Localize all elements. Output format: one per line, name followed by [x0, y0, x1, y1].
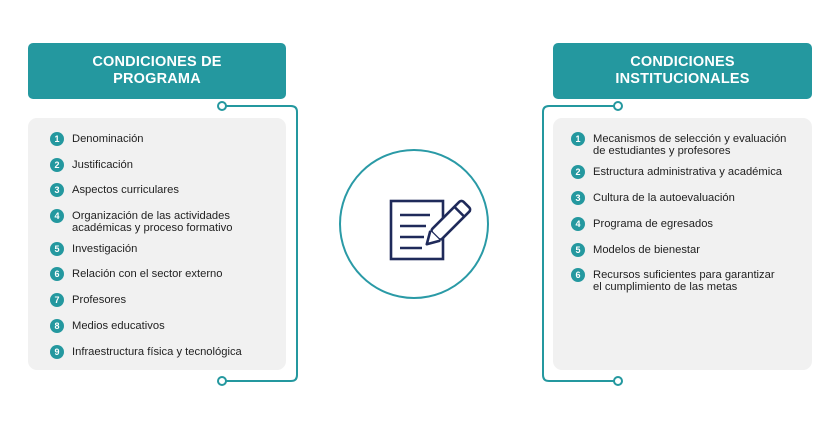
left-title-line: PROGRAMA — [113, 71, 201, 87]
item-text: Aspectos curriculares — [72, 184, 179, 196]
program-conditions-panel: 1 Denominación 2 Justificación 3 Aspecto… — [28, 118, 286, 370]
number-badge: 6 — [50, 267, 64, 281]
number-badge: 5 — [50, 242, 64, 256]
number-badge: 1 — [50, 132, 64, 146]
item-text: Justificación — [72, 159, 133, 171]
item-text: Cultura de la autoevaluación — [593, 192, 735, 204]
number-badge: 4 — [50, 209, 64, 223]
number-badge: 3 — [571, 191, 585, 205]
item-text: Relación con el sector externo — [72, 268, 223, 280]
number-badge: 6 — [571, 268, 585, 282]
number-badge: 7 — [50, 293, 64, 307]
item-text: Denominación — [72, 133, 144, 145]
left-bottom-node — [217, 376, 227, 386]
number-badge: 1 — [571, 132, 585, 146]
number-badge: 2 — [50, 158, 64, 172]
number-badge: 8 — [50, 319, 64, 333]
right-title-line: CONDICIONES — [630, 54, 735, 70]
left-title-line: CONDICIONES DE — [92, 54, 222, 70]
item-text: Programa de egresados — [593, 218, 714, 230]
left-section-header: CONDICIONES DE PROGRAMA — [28, 43, 286, 99]
item-text: Investigación — [72, 243, 138, 255]
item-text: Estructura administrativa y académica — [593, 166, 783, 178]
number-badge: 3 — [50, 183, 64, 197]
right-title-line: INSTITUCIONALES — [615, 71, 750, 87]
left-bracket-line — [222, 105, 298, 382]
right-bracket-line — [542, 105, 618, 382]
right-section-header: CONDICIONES INSTITUCIONALES — [553, 43, 812, 99]
right-bottom-node — [613, 376, 623, 386]
number-badge: 4 — [571, 217, 585, 231]
item-text: Medios educativos — [72, 320, 165, 332]
number-badge: 5 — [571, 243, 585, 257]
number-badge: 2 — [571, 165, 585, 179]
document-pen-icon — [389, 199, 472, 261]
number-badge: 9 — [50, 345, 64, 359]
item-text: Profesores — [72, 294, 127, 306]
right-section-title: CONDICIONES INSTITUCIONALES — [615, 54, 749, 88]
right-top-node — [613, 101, 623, 111]
item-text: Modelos de bienestar — [593, 244, 700, 256]
left-section-title: CONDICIONES DE PROGRAMA — [92, 54, 221, 88]
item-text: Infraestructura física y tecnológica — [72, 346, 242, 358]
left-top-node — [217, 101, 227, 111]
